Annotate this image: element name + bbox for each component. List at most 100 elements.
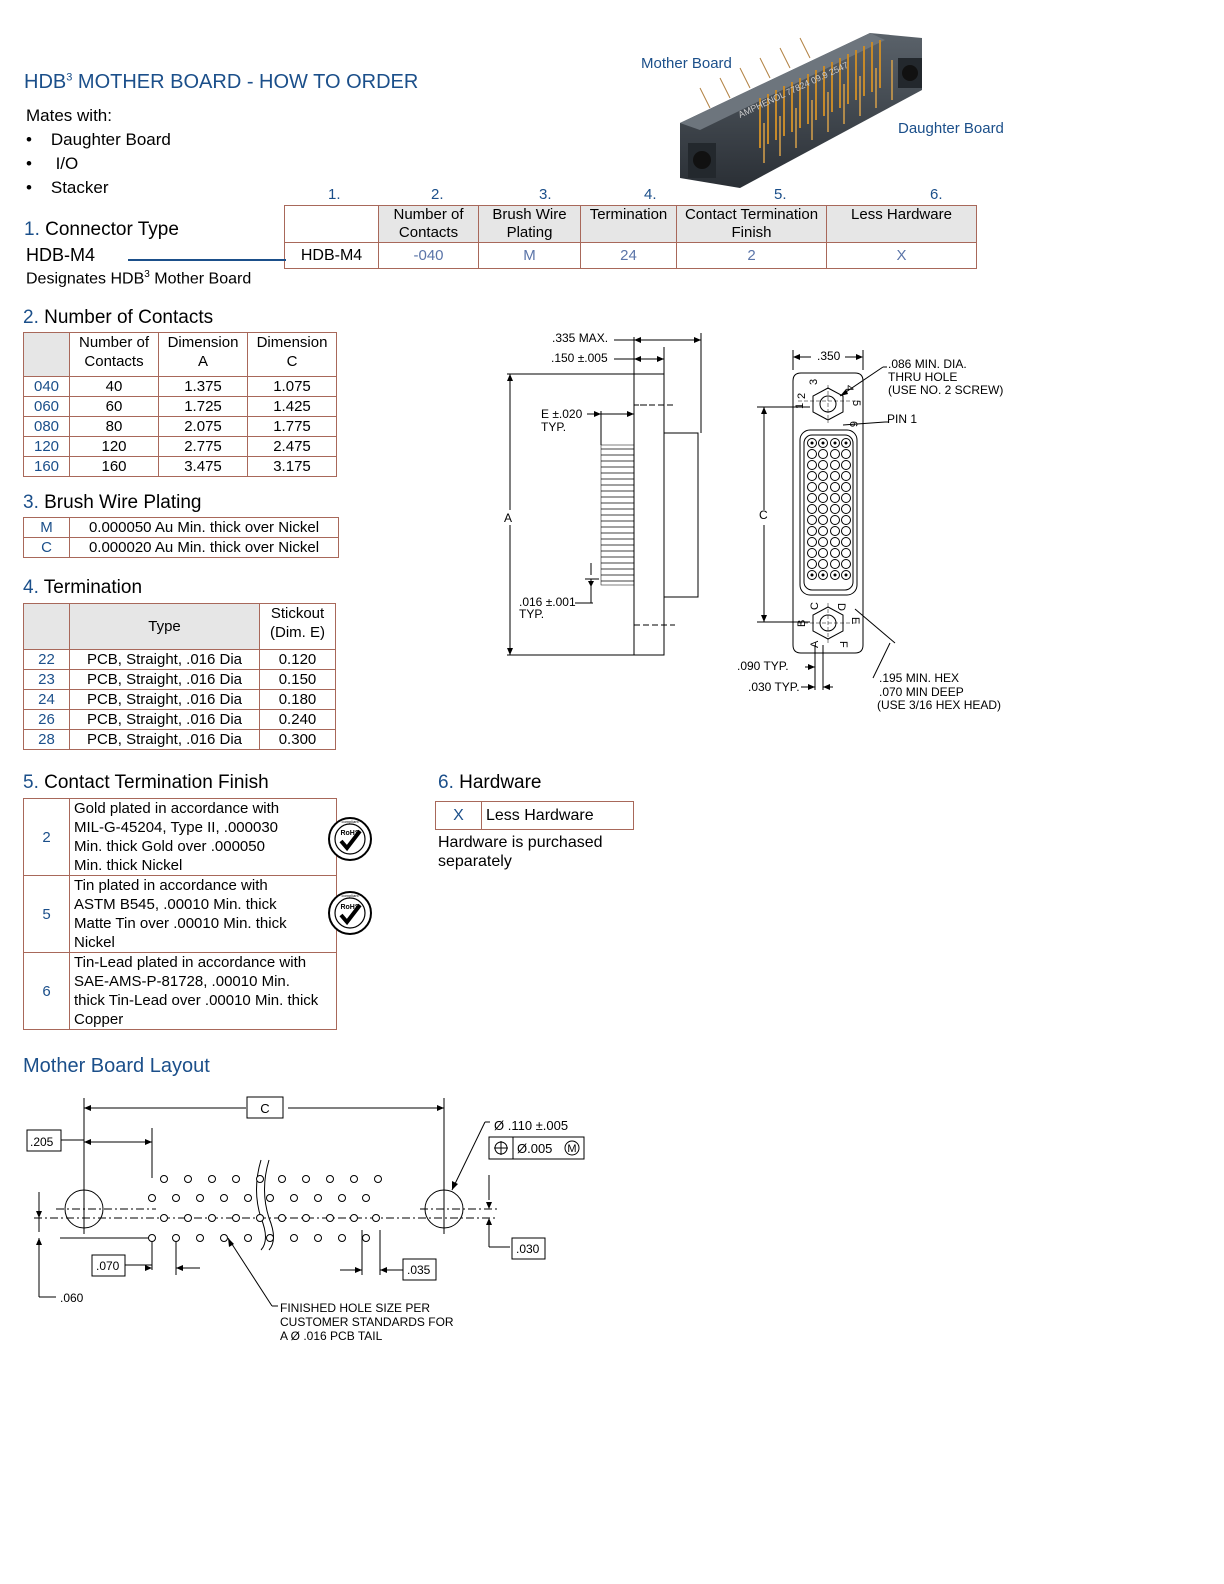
dim-label: .016 ±.001 xyxy=(519,595,576,609)
desc-rest: Mother Board xyxy=(149,270,252,288)
order-col-number: 6. xyxy=(930,186,943,203)
section6-title: 6. Hardware xyxy=(438,772,542,794)
section2-title: 2. Number of Contacts xyxy=(23,307,213,329)
dim-label: .070 xyxy=(96,1259,120,1273)
order-col-number: 1. xyxy=(328,186,341,203)
connector-code: HDB-M4 xyxy=(26,245,96,265)
table-cell: 3.175 xyxy=(247,456,337,477)
table-cell: 2 xyxy=(23,798,70,876)
mates-item: • I/O xyxy=(26,154,79,173)
pin-number: 6 xyxy=(847,421,859,427)
pin-letter: A xyxy=(809,640,821,648)
rohs-icon: RoHS compliant xyxy=(328,891,372,935)
table-cell: 26 xyxy=(23,709,70,730)
dim-label: C xyxy=(260,1101,269,1116)
table-cell: PCB, Straight, .016 Dia xyxy=(69,689,260,710)
section4-title: 4. Termination xyxy=(23,577,142,599)
section-title-text: Hardware xyxy=(453,772,542,793)
section-number: 2. xyxy=(23,307,39,328)
section-title-text: Contact Termination Finish xyxy=(38,772,269,793)
section-number: 3. xyxy=(23,492,39,513)
table-cell: 160 xyxy=(23,456,70,477)
table-header: Dimension C xyxy=(247,332,337,377)
table-header: Type xyxy=(69,603,260,650)
table-cell: 40 xyxy=(69,376,159,397)
contacts-table: Number of Contacts Dimension A Dimension… xyxy=(23,332,337,477)
layout-note: CUSTOMER STANDARDS FOR xyxy=(280,1315,454,1329)
layout-note: FINISHED HOLE SIZE PER xyxy=(280,1301,430,1315)
table-cell: 120 xyxy=(23,436,70,457)
title-prefix: HDB xyxy=(24,71,67,93)
side-view-drawing: .335 MAX. .150 ±.005 E ±.020 TYP. A .016… xyxy=(504,331,702,656)
table-cell: 2.475 xyxy=(247,436,337,457)
pin-letter: D xyxy=(835,603,847,611)
dim-label: .070 MIN DEEP xyxy=(879,685,964,699)
dim-label: THRU HOLE xyxy=(888,370,957,384)
order-col-number: 3. xyxy=(539,186,552,203)
table-cell: 3.475 xyxy=(158,456,248,477)
pin-number: 5 xyxy=(850,400,862,406)
dim-label: .060 xyxy=(60,1291,84,1305)
table-cell: 0.300 xyxy=(259,729,336,750)
title-sup: 3 xyxy=(66,71,73,84)
dim-label: .035 xyxy=(407,1263,431,1277)
table-cell: 6 xyxy=(23,952,70,1030)
table-cell: X xyxy=(435,801,482,830)
dim-label: .150 ±.005 xyxy=(551,351,608,365)
order-header: Brush Wire Plating xyxy=(478,205,581,243)
section-number: 6. xyxy=(438,772,454,793)
rohs-ring-text: compliant xyxy=(341,819,359,824)
table-cell: 0.120 xyxy=(259,649,336,670)
section-number: 5. xyxy=(23,772,39,793)
table-cell: 0.150 xyxy=(259,669,336,690)
section-number: 4. xyxy=(23,577,39,598)
section5-title: 5. Contact Termination Finish xyxy=(23,772,269,794)
order-value: HDB-M4 xyxy=(284,242,379,269)
order-col-number: 5. xyxy=(774,186,787,203)
mates-item: • Daughter Board xyxy=(26,130,171,149)
table-cell: PCB, Straight, .016 Dia xyxy=(69,649,260,670)
board-layout-drawing: C .205 Ø .110 ±.005 Ø.005 M .030 .070 .0… xyxy=(26,1096,585,1343)
order-header: Contact Termination Finish xyxy=(676,205,827,243)
table-cell: 2.075 xyxy=(158,416,248,437)
table-cell: 80 xyxy=(69,416,159,437)
table-cell: 060 xyxy=(23,396,70,417)
order-value: X xyxy=(826,242,977,269)
order-value-row: HDB-M4 -040 M 24 2 X xyxy=(284,242,977,269)
order-header: Termination xyxy=(580,205,677,243)
dim-label: (USE NO. 2 SCREW) xyxy=(888,383,1003,397)
table-cell: PCB, Straight, .016 Dia xyxy=(69,729,260,750)
table-header xyxy=(23,332,70,377)
table-cell: 0.000050 Au Min. thick over Nickel xyxy=(69,517,339,538)
table-cell: 2.775 xyxy=(158,436,248,457)
pin-number: 2 xyxy=(796,393,808,399)
order-value: 2 xyxy=(676,242,827,269)
section-title-text: Termination xyxy=(38,577,143,598)
dim-label: .335 MAX. xyxy=(552,331,608,345)
dim-label: PIN 1 xyxy=(887,412,917,426)
table-header-row: Number of Contacts Dimension A Dimension… xyxy=(23,332,337,377)
dim-label: .030 xyxy=(516,1242,540,1256)
section-title-text: Connector Type xyxy=(39,219,179,240)
table-cell: PCB, Straight, .016 Dia xyxy=(69,709,260,730)
table-cell: PCB, Straight, .016 Dia xyxy=(69,669,260,690)
table-cell: C xyxy=(23,537,70,558)
dim-label: .086 MIN. DIA. xyxy=(888,357,967,371)
pin-letter: B xyxy=(796,620,808,627)
dim-label: Ø.005 xyxy=(517,1141,552,1156)
table-header: Dimension A xyxy=(158,332,248,377)
pin-letter: C xyxy=(809,602,821,610)
layout-title: Mother Board Layout xyxy=(23,1055,210,1077)
table-cell: Less Hardware xyxy=(481,801,634,830)
